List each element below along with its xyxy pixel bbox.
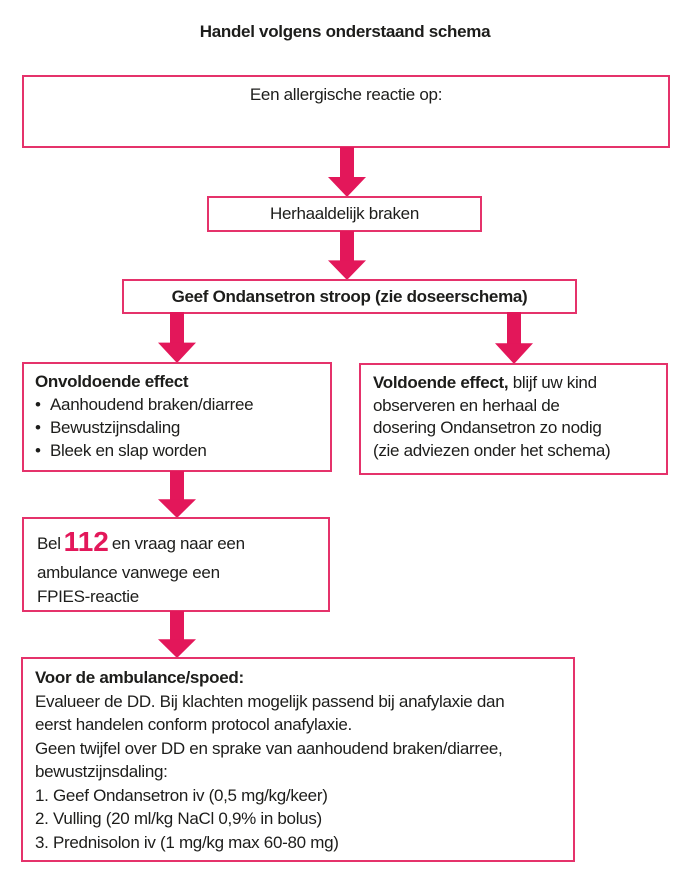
insufficient-effect-heading: Onvoldoende effect	[35, 372, 189, 391]
bullet-icon: •	[35, 418, 41, 437]
sufficient-effect-box: Voldoende effect, blijf uw kind observer…	[359, 363, 668, 475]
symptom-list-item: • Aanhoudend braken/diarree	[35, 393, 319, 416]
allergy-reaction-box: Een allergische reactie op:	[22, 75, 670, 148]
insufficient-effect-box: Onvoldoende effect • Aanhoudend braken/d…	[22, 362, 332, 472]
symptom-text: Bleek en slap worden	[50, 441, 207, 460]
ambulance-line: 2. Vulling (20 ml/kg NaCl 0,9% in bolus)	[35, 809, 322, 828]
ambulance-instructions-box: Voor de ambulance/spoed: Evalueer de DD.…	[21, 657, 575, 862]
sufficient-effect-line: observeren en herhaal de	[373, 395, 560, 415]
allergy-reaction-text: Een allergische reactie op:	[249, 85, 443, 104]
ambulance-heading: Voor de ambulance/spoed:	[35, 668, 244, 687]
symptom-list-item: • Bewustzijnsdaling	[35, 416, 319, 439]
call-112-line: ambulance vanwege een	[37, 563, 220, 582]
arrow-down-icon	[328, 147, 366, 197]
ambulance-line: Evalueer de DD. Bij klachten mogelijk pa…	[35, 691, 505, 711]
repeated-vomiting-text: Herhaaldelijk braken	[270, 204, 419, 223]
repeated-vomiting-box: Herhaaldelijk braken	[207, 196, 482, 232]
give-ondansetron-text: Geef Ondansetron stroop (zie doseerschem…	[171, 286, 528, 306]
symptom-text: Aanhoudend braken/diarree	[50, 395, 254, 414]
bullet-icon: •	[35, 395, 41, 414]
arrow-down-icon	[158, 611, 196, 658]
arrow-down-icon	[328, 231, 366, 280]
sufficient-effect-heading: Voldoende effect,	[373, 373, 509, 392]
call-112-pre: Bel	[37, 534, 61, 553]
sufficient-effect-line: Voldoende effect, blijf uw kind	[373, 372, 654, 395]
symptom-text: Bewustzijnsdaling	[50, 418, 181, 437]
sufficient-effect-line: (zie adviezen onder het schema)	[373, 440, 611, 460]
call-112-line: FPIES-reactie	[37, 587, 139, 606]
give-ondansetron-box: Geef Ondansetron stroop (zie doseerschem…	[122, 279, 577, 314]
ambulance-line: 1. Geef Ondansetron iv (0,5 mg/kg/keer)	[35, 785, 328, 805]
symptom-list-item: • Bleek en slap worden	[35, 439, 319, 462]
page-title: Handel volgens onderstaand schema	[199, 22, 491, 41]
arrow-down-icon	[158, 471, 196, 518]
ambulance-line: Geen twijfel over DD en sprake van aanho…	[35, 738, 503, 758]
ambulance-line: eerst handelen conform protocol anafylax…	[35, 715, 352, 734]
bullet-icon: •	[35, 441, 41, 460]
emergency-number: 112	[63, 526, 109, 557]
ambulance-line: bewustzijnsdaling:	[35, 762, 168, 781]
arrow-down-icon	[495, 312, 533, 364]
call-112-post: en vraag naar een	[111, 534, 245, 553]
arrow-down-icon	[158, 312, 196, 363]
sufficient-effect-text: blijf uw kind	[512, 373, 597, 392]
ambulance-line: 3. Prednisolon iv (1 mg/kg max 60-80 mg)	[35, 832, 339, 852]
sufficient-effect-line: dosering Ondansetron zo nodig	[373, 418, 602, 437]
